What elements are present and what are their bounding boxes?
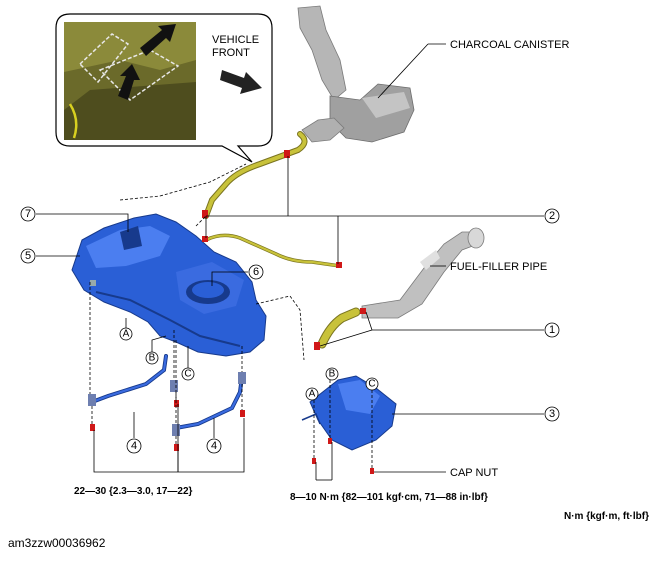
cap-nut-label: CAP NUT bbox=[450, 467, 498, 479]
callout-2-text: 2 bbox=[549, 210, 555, 222]
leader-lines bbox=[36, 156, 544, 481]
filler-hose-clamp-1 bbox=[360, 308, 366, 314]
figure-id: am3zzw00036962 bbox=[8, 536, 106, 550]
callout-3 bbox=[544, 406, 560, 422]
letter-a-insulator-text: A bbox=[309, 389, 316, 400]
letter-a-insulator bbox=[305, 387, 319, 401]
filler-hose-clamp-2 bbox=[314, 342, 320, 350]
strap-bolt-1 bbox=[90, 424, 95, 431]
hose-clamp-2 bbox=[202, 210, 208, 218]
cap-nut bbox=[370, 468, 374, 474]
number-callouts: 7 5 6 2 1 3 4 4 bbox=[20, 206, 560, 454]
callout-5-text: 5 bbox=[25, 250, 31, 262]
fuel-tank bbox=[71, 213, 267, 357]
callout-7-text: 7 bbox=[25, 208, 31, 220]
insulator-nut-2 bbox=[328, 438, 332, 444]
callout-2 bbox=[544, 208, 560, 224]
torque-spec-left: 22—30 {2.3—3.0, 17—22} bbox=[74, 486, 193, 497]
hoses bbox=[203, 131, 361, 349]
callout-4b-text: 4 bbox=[211, 440, 217, 452]
callout-4a bbox=[126, 438, 142, 454]
guide-lines bbox=[89, 163, 373, 468]
letter-a-tank-text: A bbox=[123, 329, 130, 340]
callout-6-text: 6 bbox=[253, 266, 259, 278]
letter-b-insulator bbox=[325, 367, 339, 381]
insulator-nut-1 bbox=[312, 458, 316, 464]
strap-bolt-3 bbox=[174, 444, 179, 451]
vehicle-front-label-line1: VEHICLE bbox=[212, 34, 259, 46]
strap-brackets bbox=[88, 372, 246, 436]
inset-arrow-up-icon bbox=[140, 24, 176, 56]
torque-units-note: N·m {kgf·m, ft·lbf} bbox=[564, 511, 649, 522]
fuel-filler-pipe-label: FUEL-FILLER PIPE bbox=[450, 261, 547, 273]
charcoal-canister-label: CHARCOAL CANISTER bbox=[450, 39, 569, 51]
strap-bolt-4 bbox=[240, 410, 245, 417]
letter-a-tank bbox=[119, 327, 133, 341]
callout-7 bbox=[20, 206, 36, 222]
letter-b-tank bbox=[145, 351, 159, 365]
heat-insulator bbox=[301, 375, 397, 451]
callout-4a-text: 4 bbox=[131, 440, 137, 452]
vehicle-front-label-line2: FRONT bbox=[212, 47, 250, 59]
fasteners bbox=[90, 150, 374, 474]
fuel-filler-pipe bbox=[361, 227, 485, 319]
letter-c-tank bbox=[181, 367, 195, 381]
torque-spec-right: 8—10 N·m {82—101 kgf·cm, 71—88 in·lbf} bbox=[290, 492, 488, 503]
inset-arrow-down-icon bbox=[118, 64, 140, 100]
letter-c-insulator bbox=[365, 377, 379, 391]
callout-1-text: 1 bbox=[549, 324, 555, 336]
letter-b-tank-text: B bbox=[149, 353, 156, 364]
charcoal-canister bbox=[297, 5, 415, 143]
callout-4b bbox=[206, 438, 222, 454]
canister-leader bbox=[377, 43, 429, 99]
tank-straps bbox=[90, 354, 244, 430]
hose-clamp-3 bbox=[202, 236, 208, 242]
hose-clamp-1 bbox=[284, 150, 290, 158]
hose-clamp-4 bbox=[336, 262, 342, 268]
callout-6 bbox=[248, 264, 264, 280]
letter-b-insulator-text: B bbox=[329, 369, 336, 380]
inset-callout: VEHICLE FRONT bbox=[55, 13, 273, 163]
callout-5 bbox=[20, 248, 36, 264]
strap-bolt-2 bbox=[174, 400, 179, 407]
letter-c-insulator-text: C bbox=[368, 379, 375, 390]
letter-c-tank-text: C bbox=[184, 369, 191, 380]
callout-1 bbox=[544, 322, 560, 338]
letter-callouts: A B C A B C bbox=[119, 327, 379, 401]
vehicle-front-arrow-icon bbox=[220, 70, 262, 94]
callout-3-text: 3 bbox=[549, 408, 555, 420]
